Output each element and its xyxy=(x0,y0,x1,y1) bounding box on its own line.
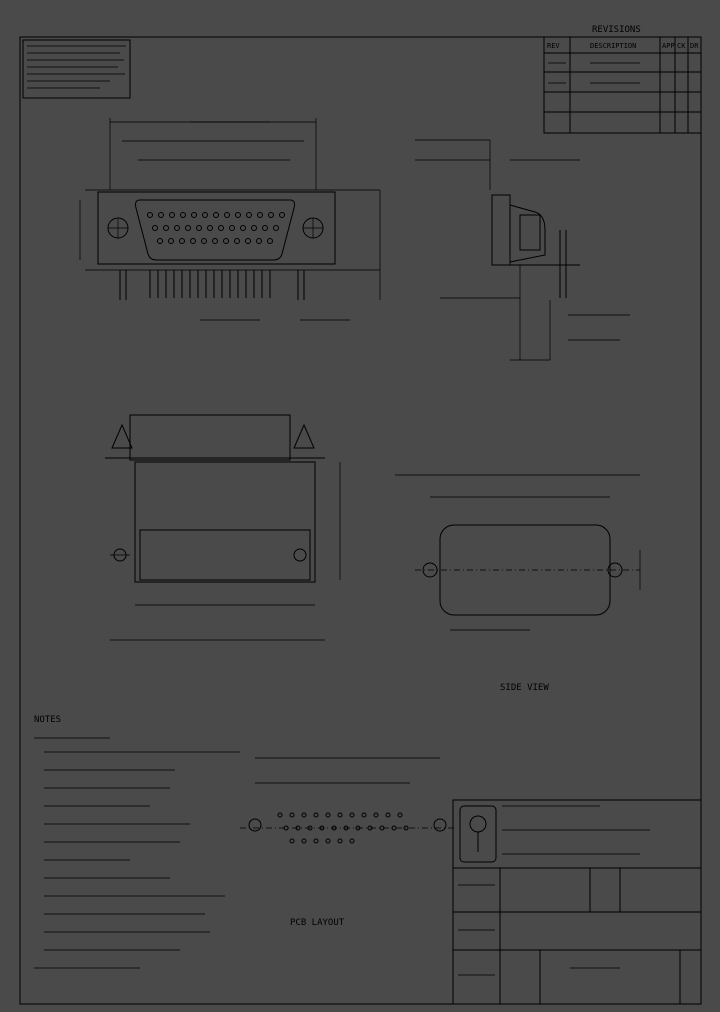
pcb-layout-label: PCB LAYOUT xyxy=(290,918,345,928)
side-view-top xyxy=(415,139,630,361)
revisions-table: REVISIONS REV DESCRIPTION APP CK DR xyxy=(543,25,702,134)
top-view xyxy=(105,414,341,641)
disclaimer-box xyxy=(22,39,131,99)
title-block xyxy=(452,799,702,1005)
rev-header-dr: DR xyxy=(690,42,699,50)
revisions-title: REVISIONS xyxy=(592,25,641,35)
sheet-border xyxy=(19,36,702,1005)
front-view xyxy=(79,118,381,321)
company-logo xyxy=(459,805,497,863)
rev-header-description: DESCRIPTION xyxy=(590,42,636,50)
side-view-label: SIDE VIEW xyxy=(500,683,549,693)
rev-header-ck: CK xyxy=(677,42,686,50)
front-pins xyxy=(147,212,285,244)
pcb-holes xyxy=(277,812,409,844)
notes: NOTES xyxy=(34,715,240,969)
pcb-layout: PCB LAYOUT xyxy=(240,757,455,928)
rev-header-app: APP xyxy=(662,42,675,50)
rev-header-rev: REV xyxy=(547,42,560,50)
side-view-middle: SIDE VIEW xyxy=(395,474,641,693)
notes-heading: NOTES xyxy=(34,715,61,725)
